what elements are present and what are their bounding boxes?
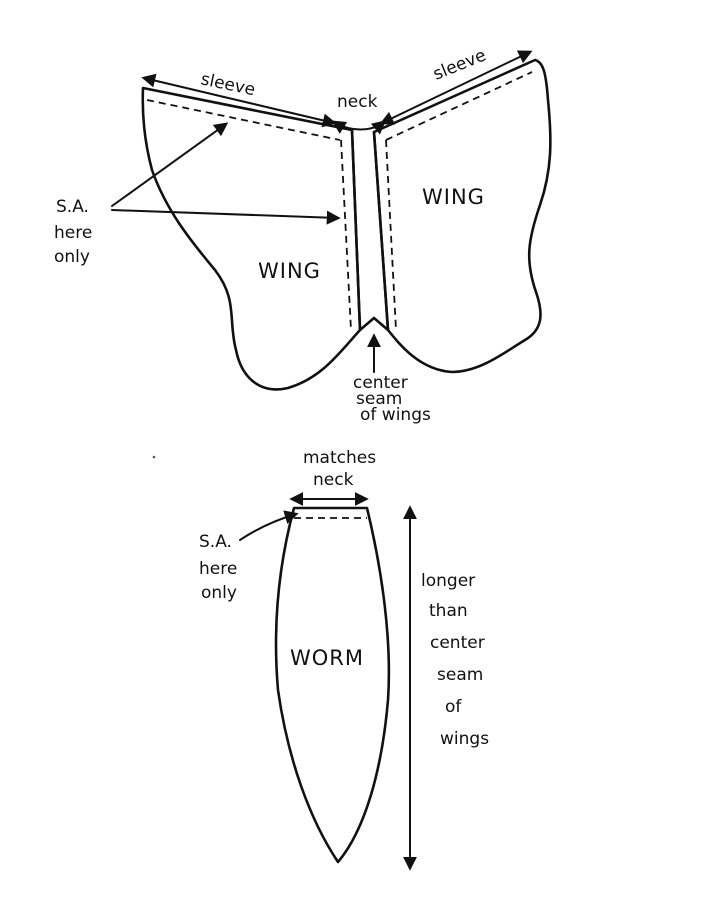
center-seam-lines [350,128,390,332]
longer-label-line3: center [430,633,485,653]
sa-bottom-label-line1: S.A. [199,532,232,552]
left-wing-outline [141,86,362,391]
left-wing-sleeve-seam-allowance [146,99,341,141]
center-seam-label-line1: center [353,373,408,393]
worm-outline [274,506,391,864]
sleeve-right-label: sleeve [430,45,489,84]
sa-top-pointer-1 [111,122,229,207]
stray-dot [152,455,156,459]
sa-top-label-line2: here [54,223,92,243]
center-seam-label-line2: seam [356,389,402,409]
matches-label-line2: neck [313,470,354,490]
sa-bottom-label-line3: only [201,583,237,603]
right-wing-outline [372,58,552,374]
longer-label-line4: seam [437,665,483,685]
wing-right-label: WING [422,185,485,209]
longer-label-line5: of [445,697,462,717]
left-wing-center-seam-allowance [340,139,352,331]
longer-label-line1: longer [421,571,475,591]
neck-label: neck [337,92,378,112]
sleeve-left-arrow [141,73,337,128]
neck-arrow [331,120,387,135]
longer-label-line6: wings [440,729,489,749]
wing-left-label: WING [258,259,321,283]
longer-label-line2: than [429,601,468,621]
sleeve-right-arrow [379,50,533,125]
sleeve-left-label: sleeve [199,69,257,100]
sa-bottom-pointer [239,510,299,541]
right-wing-center-seam-allowance [385,139,397,331]
sa-top-label-line1: S.A. [56,197,89,217]
sa-bottom-label-line2: here [199,559,237,579]
right-wing-sleeve-seam-allowance [385,71,533,141]
matches-label-line1: matches [303,448,376,468]
worm-label: WORM [290,646,364,670]
sa-top-pointer-2 [111,209,341,225]
sa-top-label-line3: only [54,247,90,267]
center-seam-label-line3: of wings [360,405,431,425]
